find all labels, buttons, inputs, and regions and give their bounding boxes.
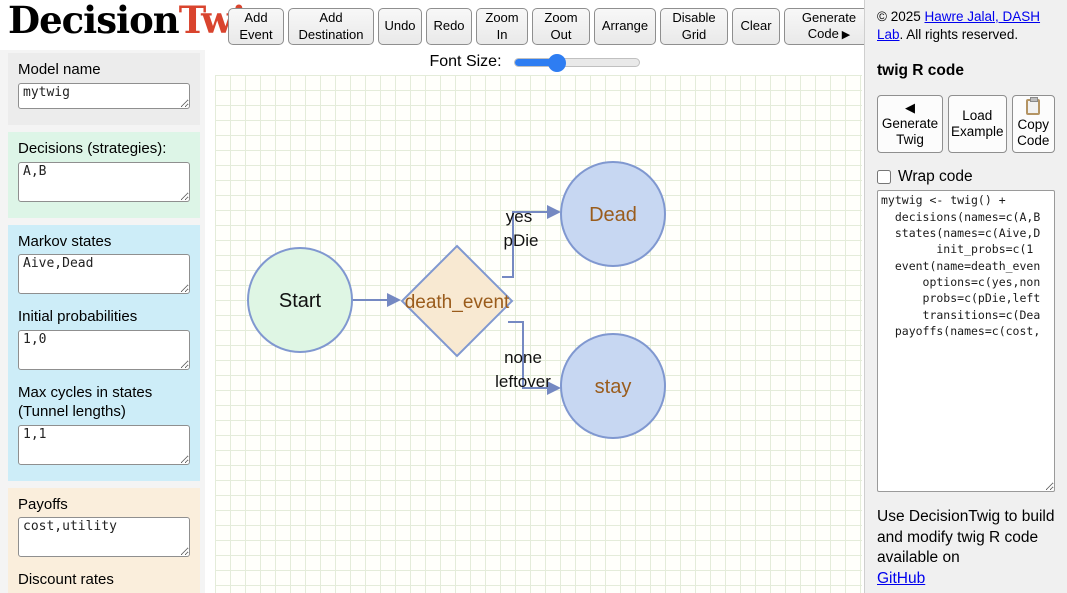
play-icon: ▶ xyxy=(841,29,851,42)
decisions-input[interactable]: A,B xyxy=(18,161,190,202)
disable-grid-button[interactable]: Disable Grid xyxy=(660,8,728,45)
wrap-code-checkbox[interactable] xyxy=(877,170,891,185)
author-link[interactable]: Hawre Jalal, DASH Lab xyxy=(877,9,1041,42)
markov-states-label: Markov states xyxy=(18,232,112,250)
payoffs-input[interactable]: cost,utility xyxy=(18,517,190,558)
zoom-in-label: Zoom In xyxy=(485,10,519,42)
dead-node-label: Dead xyxy=(589,204,637,226)
arrowhead-start-to-event xyxy=(387,293,401,307)
edge-label-leftover: leftover xyxy=(495,372,551,391)
death-event-node[interactable] xyxy=(400,244,514,358)
zoom-in-button[interactable]: Zoom In xyxy=(476,8,528,45)
load-example-button[interactable]: Load Example xyxy=(947,95,1007,154)
decisions-label: Decisions (strategies): xyxy=(18,139,167,157)
font-size-label: Font Size: xyxy=(429,53,502,70)
generate-code-label: Generate Code▶ xyxy=(801,10,857,42)
copy-code-button[interactable]: Copy Code xyxy=(1011,95,1055,154)
start-node[interactable] xyxy=(247,247,353,353)
undo-label: Undo xyxy=(384,18,416,34)
death-event-node-label: death_event xyxy=(405,292,510,313)
start-node-label: Start xyxy=(279,290,322,312)
left-sidebar: Model name mytwig Decisions (strategies)… xyxy=(0,50,205,593)
font-size-slider-fill xyxy=(514,58,557,66)
markov-section: Markov states Aive,Dead Initial probabil… xyxy=(8,224,200,481)
stay-node-label: stay xyxy=(595,376,632,398)
arrowhead-event-to-stay xyxy=(547,381,561,395)
add-event-label: Add Event xyxy=(239,10,273,42)
load-example-label: Load Example xyxy=(950,108,1004,140)
triangle-left-icon: ◀ xyxy=(904,99,915,115)
diagram-canvas[interactable]: Font Size: Start death_event Dead stay y… xyxy=(205,50,864,593)
copy-code-label: Copy Code xyxy=(1017,117,1050,149)
markov-states-input[interactable]: Aive,Dead xyxy=(18,254,190,295)
decisions-section: Decisions (strategies): A,B xyxy=(8,131,200,218)
payoffs-label: Payoffs xyxy=(18,495,68,513)
max-cycles-label: Max cycles in states (Tunnel lengths) xyxy=(18,384,153,420)
zoom-out-label: Zoom Out xyxy=(544,10,578,42)
right-panel: © 2025 Hawre Jalal, DASH Lab. All rights… xyxy=(864,0,1067,593)
undo-button[interactable]: Undo xyxy=(378,8,422,45)
generate-twig-label: Generate Twig xyxy=(881,115,939,147)
edge-label-yes: yes xyxy=(506,207,532,226)
clipboard-icon xyxy=(1026,97,1041,116)
initial-probabilities-input[interactable]: 1,0 xyxy=(18,330,190,370)
edge-event-to-stay xyxy=(508,321,549,389)
footer-text: Use DecisionTwig to build and modify twi… xyxy=(877,508,1055,567)
logo-decision: Decision xyxy=(8,0,180,42)
generate-code-button[interactable]: Generate Code▶ xyxy=(784,8,874,45)
decision-tree-diagram: Start death_event Dead stay yes pDie non… xyxy=(247,161,666,439)
redo-button[interactable]: Redo xyxy=(426,8,472,45)
clear-label: Clear xyxy=(740,18,772,34)
discount-rates-label: Discount rates xyxy=(18,571,114,589)
edge-event-to-dead xyxy=(502,211,549,278)
payoffs-section: Payoffs cost,utility Discount rates xyxy=(8,487,200,593)
code-actions: ◀ Generate Twig Load Example Copy Code xyxy=(877,95,1055,154)
initial-probabilities-label: Initial probabilities xyxy=(18,308,138,326)
model-name-input[interactable]: mytwig xyxy=(18,82,190,109)
wrap-code-label: Wrap code xyxy=(898,168,973,186)
toolbar: Add Event Add Destination Undo Redo Zoom… xyxy=(228,8,874,45)
font-size-row: Font Size: xyxy=(205,53,864,72)
edge-label-pdie: pDie xyxy=(504,231,539,250)
generate-twig-button[interactable]: ◀ Generate Twig xyxy=(877,95,943,154)
model-name-section: Model name mytwig xyxy=(8,53,200,125)
stay-node[interactable] xyxy=(560,333,666,439)
twig-r-code-title: twig R code xyxy=(877,62,964,80)
dead-node[interactable] xyxy=(560,161,666,267)
github-link[interactable]: GitHub xyxy=(877,569,926,587)
zoom-out-button[interactable]: Zoom Out xyxy=(532,8,590,45)
copyright-suffix: . All rights reserved. xyxy=(899,26,1019,42)
wrap-code-row: Wrap code xyxy=(877,168,1055,186)
add-destination-button[interactable]: Add Destination xyxy=(288,8,374,45)
add-destination-label: Add Destination xyxy=(298,10,364,42)
arrowhead-event-to-dead xyxy=(547,205,561,219)
copyright-prefix: © 2025 xyxy=(877,9,925,24)
arrange-label: Arrange xyxy=(601,18,649,34)
copyright: © 2025 Hawre Jalal, DASH Lab. All rights… xyxy=(877,8,1055,43)
r-code-textarea[interactable]: mytwig <- twig() + decisions(names=c(A,B… xyxy=(877,190,1055,493)
model-name-label: Model name xyxy=(18,61,101,78)
font-size-slider-thumb[interactable] xyxy=(547,53,566,72)
edge-label-none: none xyxy=(504,348,542,367)
disable-grid-label: Disable Grid xyxy=(672,10,716,42)
add-event-button[interactable]: Add Event xyxy=(228,8,284,45)
arrange-button[interactable]: Arrange xyxy=(594,8,656,45)
clear-button[interactable]: Clear xyxy=(732,8,780,45)
redo-label: Redo xyxy=(433,18,465,34)
max-cycles-input[interactable]: 1,1 xyxy=(18,424,190,465)
font-size-slider[interactable] xyxy=(513,53,640,72)
footer-note: Use DecisionTwig to build and modify twi… xyxy=(877,507,1055,589)
